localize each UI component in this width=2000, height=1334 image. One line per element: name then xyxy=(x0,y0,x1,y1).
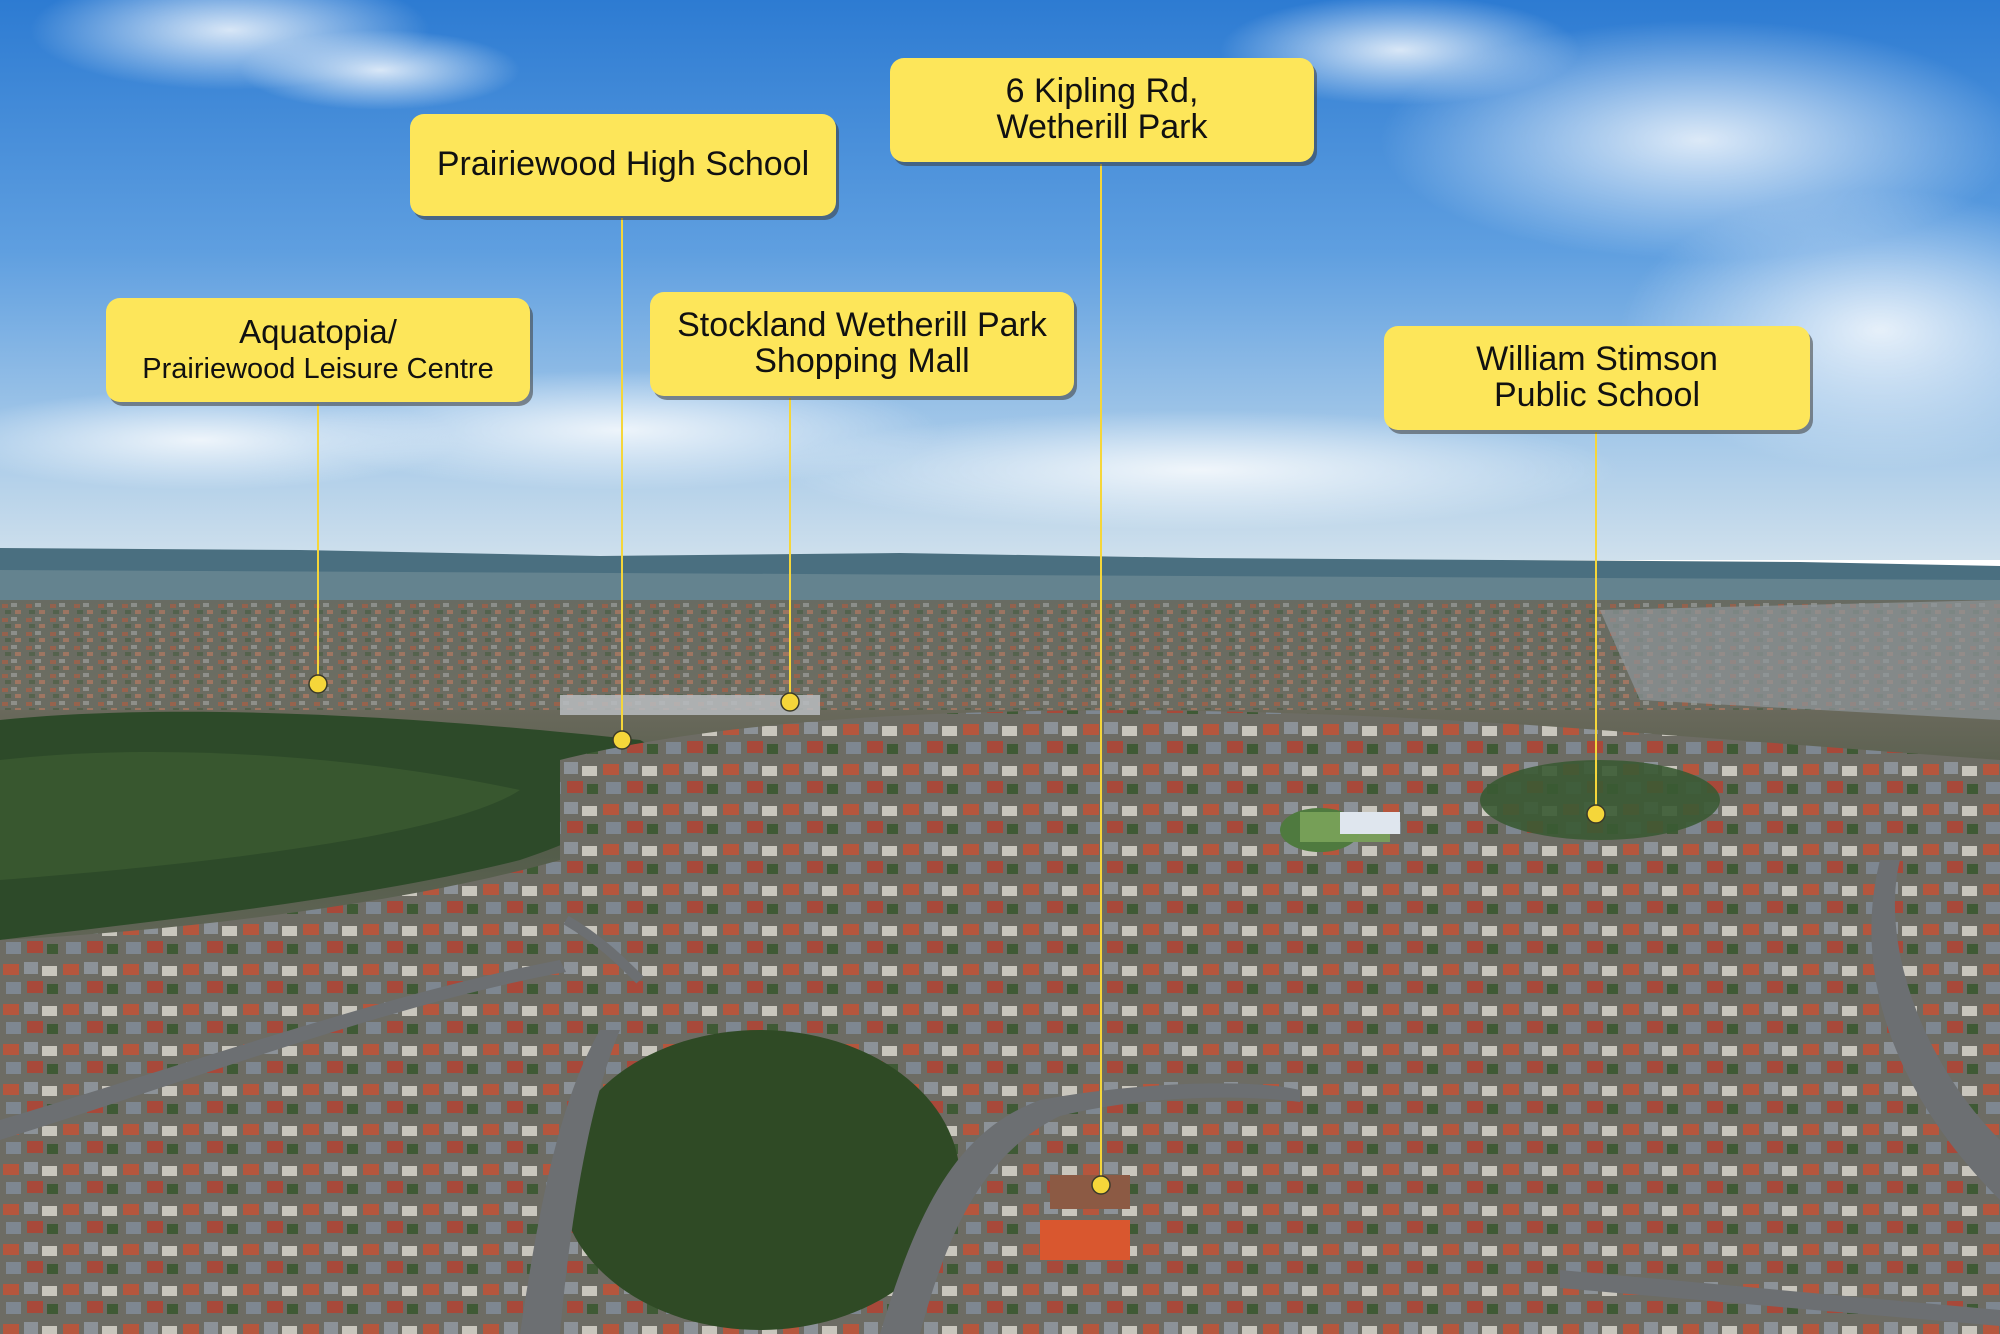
label-stockland-line2: Shopping Mall xyxy=(754,342,970,380)
label-aquatopia: Aquatopia/ Prairiewood Leisure Centre xyxy=(106,298,530,402)
label-kipling-line1: 6 Kipling Rd, xyxy=(1005,72,1199,111)
pin-stockland xyxy=(780,692,800,712)
clouds xyxy=(0,0,2000,530)
label-prairiewood-high-school: Prairiewood High School xyxy=(410,114,836,216)
label-aquatopia-line2: Prairiewood Leisure Centre xyxy=(142,353,494,386)
label-stockland-mall: Stockland Wetherill Park Shopping Mall xyxy=(650,292,1074,396)
label-william-line1: William Stimson xyxy=(1476,340,1718,379)
pin-kipling xyxy=(1091,1175,1111,1195)
label-stockland-line1: Stockland Wetherill Park xyxy=(677,306,1047,345)
label-kipling-rd: 6 Kipling Rd, Wetherill Park xyxy=(890,58,1314,162)
pin-william xyxy=(1586,804,1606,824)
label-kipling-line2: Wetherill Park xyxy=(996,108,1208,146)
label-william-line2: Public School xyxy=(1493,376,1700,414)
label-william-stimson-school: William Stimson Public School xyxy=(1384,326,1810,430)
pin-prairiewood xyxy=(612,730,632,750)
label-prairiewood-line1: Prairiewood High School xyxy=(436,145,810,184)
pin-aquatopia xyxy=(308,674,328,694)
label-aquatopia-line1: Aquatopia/ xyxy=(239,313,397,351)
